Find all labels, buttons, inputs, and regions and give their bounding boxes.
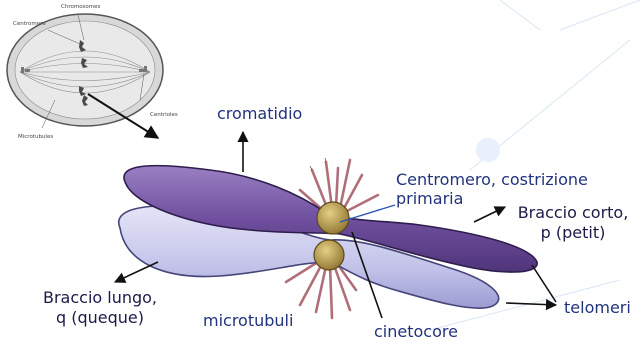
label-cromatidio: cromatidio: [217, 104, 302, 123]
inset-label-microtubules: Microtubules: [18, 134, 53, 140]
label-braccio-corto-line2: p (petit): [508, 223, 638, 242]
inset-label-centromere: Centromere: [13, 21, 46, 27]
label-telomeri: telomeri: [564, 298, 631, 317]
label-braccio-corto-line1: Braccio corto,: [508, 203, 638, 222]
label-braccio-lungo-line2: q (queque): [30, 308, 170, 327]
arrow-braccio-lungo: [115, 262, 158, 282]
label-braccio-lungo-line1: Braccio lungo,: [30, 288, 170, 307]
label-microtubuli: microtubuli: [203, 311, 293, 330]
inset-label-chromosomes: Chromosomes: [61, 4, 100, 10]
arrow-braccio-corto: [474, 207, 505, 222]
cell-division-inset: [7, 14, 163, 138]
label-cinetocore: cinetocore: [374, 322, 458, 341]
microtubule-fiber-outlines: [310, 158, 326, 170]
inset-label-centrioles: Centrioles: [150, 112, 178, 118]
centromere-spheres: [314, 202, 349, 270]
label-centromero-line2: primaria: [396, 189, 463, 208]
label-centromero-line1: Centromero, costrizione: [396, 170, 588, 189]
arrow-telomeri: [506, 303, 556, 305]
pointer-telomeri-upper: [532, 265, 556, 302]
